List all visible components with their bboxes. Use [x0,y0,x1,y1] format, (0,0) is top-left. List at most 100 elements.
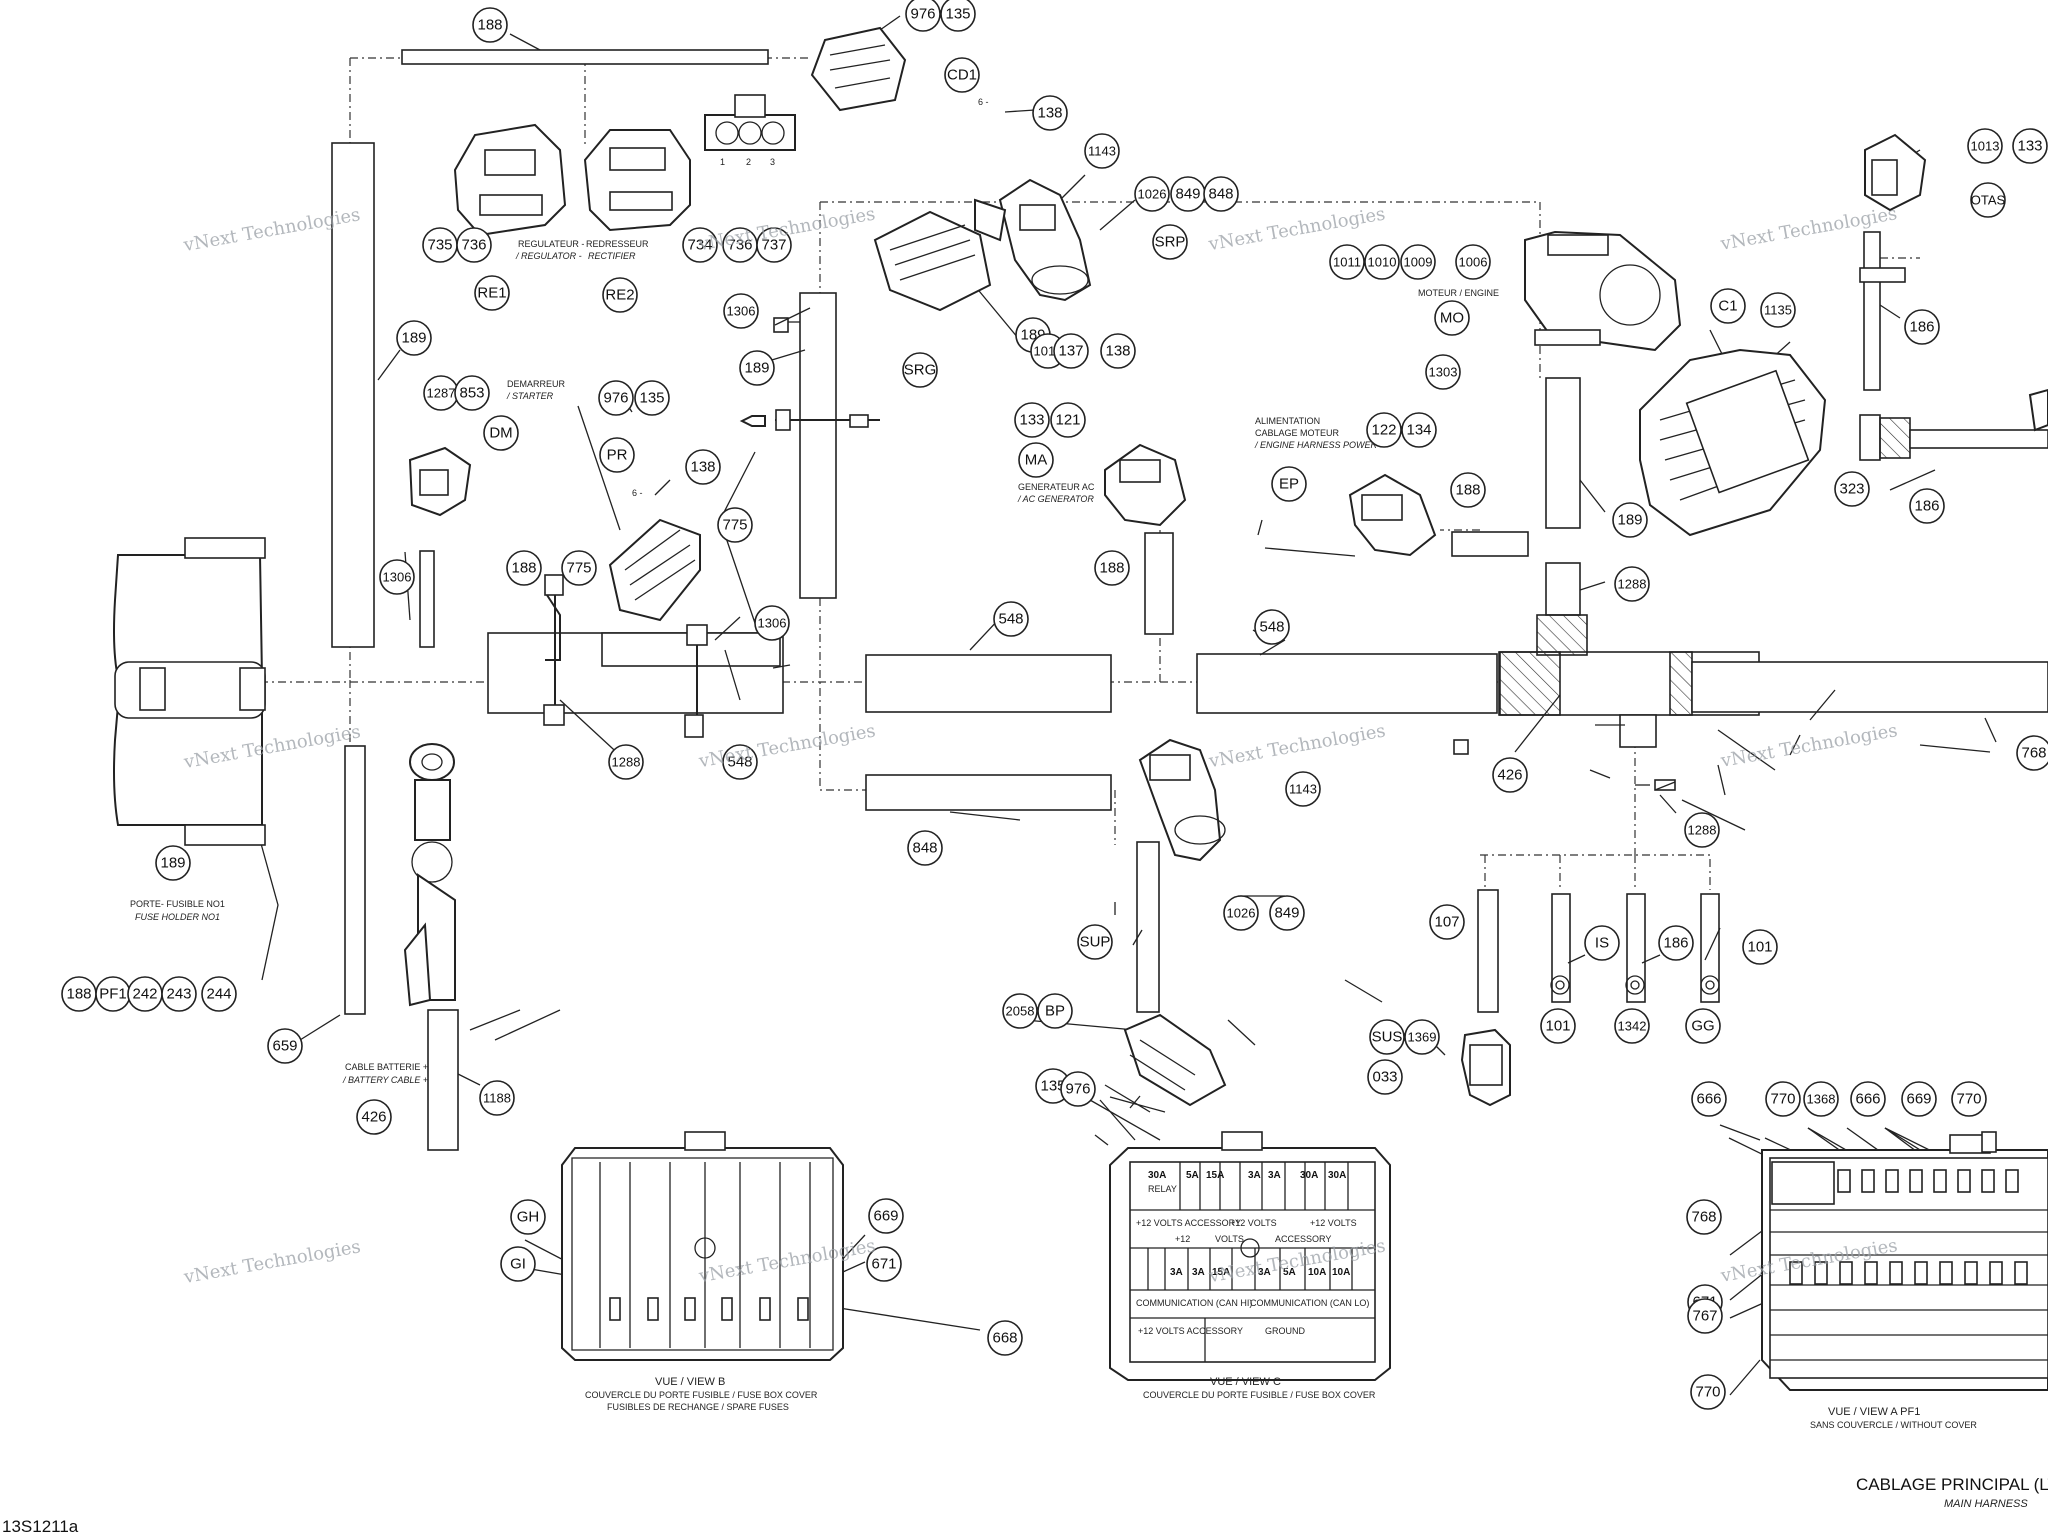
arrow-six-1: 6 - [978,97,989,107]
engine-label: MOTEUR / ENGINE [1418,288,1499,298]
callout-bubble: 666 [1691,1081,1727,1117]
callout-bubble: 138 [685,449,721,485]
ground-eyelets [1550,975,1720,995]
callout-bubble: 1188 [479,1080,515,1116]
connector-pr [608,518,701,622]
callout-label: 133 [1019,412,1044,429]
callout-bubble: 1288 [1614,566,1650,602]
harness-body [331,49,2048,1015]
callout-bubble: 1288 [1684,812,1720,848]
watermark-1c: vNext Technologies [1206,203,1387,255]
callout-bubble: 242 [127,976,163,1012]
callout-label: BP [1045,1003,1065,1020]
callout-bubble: 848 [1203,176,1239,212]
callout-label: 768 [1691,1209,1716,1226]
callout-bubble: 1287 [423,375,459,411]
callout-label: 775 [722,517,747,534]
fuse-c-r1-1: 15A [1206,1170,1224,1181]
callout-bubble: SUS [1369,1019,1405,1055]
callout-label: OTAS [1971,193,2006,208]
fuse-holder-label-2: FUSE HOLDER NO1 [135,912,220,922]
connector-starter-post [403,743,459,1151]
fuse-c-12v-2: +12 VOLTS [1310,1218,1357,1228]
callout-label: 736 [461,237,486,254]
callout-bubble: 2058 [1002,993,1038,1029]
fuse-c-12v: +12 VOLTS [1230,1218,1277,1228]
engine-power-label-2: CABLAGE MOTEUR [1255,428,1340,438]
callout-bubble: 1006 [1455,244,1491,280]
callout-bubble: 189 [1612,502,1648,538]
callout-label: 669 [873,1208,898,1225]
callout-bubble: 189 [155,845,191,881]
callout-label: 189 [744,360,769,377]
callout-label: 2058 [1006,1004,1035,1019]
callout-label: 734 [687,237,712,254]
callout-label: 186 [1914,498,1939,515]
callout-label: 426 [361,1109,386,1126]
fuse-c-relay: 30A [1148,1170,1166,1181]
callout-label: CD1 [947,67,977,84]
callout-label: 848 [1208,186,1233,203]
view-c-fuse-cover: 30A RELAY 5A 15A 3A 3A 30A 30A +12 VOLTS… [1109,1131,1391,1381]
callout-label: 1011 [1333,255,1361,270]
callout-label: 736 [727,237,752,254]
regulator-label-1: REGULATEUR - [518,239,584,249]
callout-label: 186 [1909,319,1934,336]
fuse-c-r2-1: 3A [1192,1267,1205,1278]
connector-ep [1348,473,1437,557]
callout-label: 548 [1259,619,1284,636]
callout-label: 659 [272,1038,297,1055]
callout-bubble: 134 [1401,412,1437,448]
callout-label: 1009 [1404,255,1433,270]
callout-label: RE2 [605,287,634,304]
callout-bubble: 186 [1658,925,1694,961]
callout-bubble: 775 [561,550,597,586]
callout-bubble: 188 [1094,550,1130,586]
view-a-fuse-slots [1789,1169,2028,1285]
callout-label: SRG [904,362,937,379]
callout-label: 188 [1099,560,1124,577]
callout-bubble: 107 [1429,904,1465,940]
callout-label: DM [489,425,512,442]
callout-bubble: 188 [472,7,508,43]
callout-label: 137 [1058,343,1083,360]
callout-label: 976 [603,390,628,407]
callout-bubble: EP [1271,466,1307,502]
callout-label: 1013 [1971,139,2000,154]
fuse-holder-pf1 [113,537,266,846]
callout-label: 548 [998,611,1023,628]
callout-bubble: 736 [456,227,492,263]
callout-bubble: 768 [1686,1199,1722,1235]
watermark-2b: vNext Technologies [696,720,877,772]
drawing-title: CABLAGE PRINCIPAL (LTD) [1856,1475,2048,1494]
callout-bubble: 548 [993,601,1029,637]
callout-label: 134 [1406,422,1431,439]
callout-label: 1288 [1688,823,1717,838]
callout-label: 1306 [383,570,412,585]
callout-bubble: 101 [1742,929,1778,965]
watermark-3a: vNext Technologies [182,1236,363,1288]
callout-label: IS [1595,935,1609,952]
fuse-c-relay-label: RELAY [1148,1184,1177,1194]
callout-bubble: 1369 [1404,1019,1440,1055]
callout-label: 426 [1497,767,1522,784]
fuse-c-r2-0: 3A [1170,1267,1183,1278]
connector-sup [1138,738,1226,862]
callout-label: 1303 [1429,365,1458,380]
callout-bubble: 671 [866,1246,902,1282]
connector-srp2 [974,198,1007,242]
fuse-c-r1-5: 30A [1328,1170,1346,1181]
engine-power-label-1: ALIMENTATION [1255,416,1320,426]
connector-re1 [453,123,567,237]
callout-label: 101 [1545,1018,1570,1035]
connector-srp [998,178,1092,302]
callout-bubble: 734 [682,227,718,263]
callout-bubble: IS [1584,925,1620,961]
fuse-c-r2-4: 5A [1283,1267,1296,1278]
callout-bubble: 133 [2012,128,2048,164]
callout-label: 138 [1037,105,1062,122]
callout-bubble: CD1 [944,57,980,93]
callout-label: 666 [1855,1091,1880,1108]
connector-mo [1524,230,1682,352]
callout-bubble: BP [1037,993,1073,1029]
